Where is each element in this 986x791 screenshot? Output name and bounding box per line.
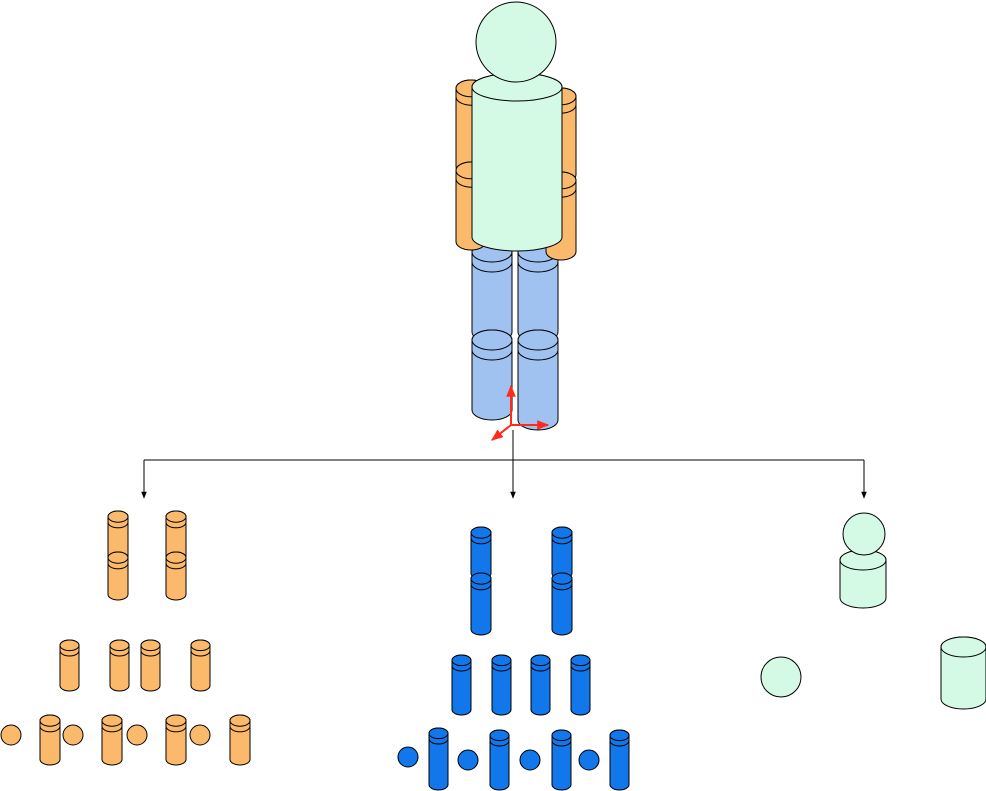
z-axis: [491, 424, 512, 441]
arm-segment-single-1: [59, 639, 80, 692]
leg-piece-1: [428, 727, 449, 791]
arm-piece-2: [101, 714, 123, 766]
mini-torso: [839, 549, 887, 609]
arm-segment-lower-1: [107, 551, 129, 601]
leg-piece-3: [551, 729, 572, 791]
branch-connector: [141, 430, 867, 499]
body-parts-group: [760, 512, 986, 710]
torso-part: [940, 636, 986, 710]
arm-segment-single-4: [190, 639, 211, 692]
mini-head: [842, 512, 886, 556]
head-part: [760, 656, 802, 698]
arm-parts-group: [0, 510, 251, 766]
arm-joint-4: [189, 724, 211, 746]
leg-segment-single-2: [491, 654, 512, 716]
arm-segment-single-2: [109, 639, 130, 692]
coordinate-axes: [491, 384, 550, 441]
head: [475, 1, 557, 83]
leg-segment-lower-2: [551, 572, 573, 636]
leg-joint-3: [519, 749, 541, 771]
arm-joint-1: [0, 724, 22, 746]
leg-segment-upper-2: [551, 526, 573, 580]
leg-segment-upper-1: [470, 526, 492, 580]
leg-joint-1: [397, 746, 419, 768]
arm-joint-2: [62, 724, 84, 746]
leg-joint-4: [578, 749, 600, 771]
leg-segment-single-4: [570, 654, 591, 716]
arm-segment-single-3: [140, 639, 161, 692]
arm-piece-4: [229, 714, 251, 766]
leg-segment-single-3: [530, 654, 551, 716]
leg-piece-2: [489, 729, 510, 791]
leg-piece-4: [609, 729, 630, 791]
leg-segment-lower-1: [470, 572, 492, 636]
arm-piece-1: [39, 714, 61, 766]
arm-joint-3: [126, 724, 148, 746]
arm-piece-3: [165, 714, 187, 766]
leg-parts-group: [397, 526, 630, 791]
leg-segment-single-1: [451, 654, 472, 716]
human-figure: [455, 1, 577, 431]
left-lower-leg: [471, 329, 513, 421]
right-lower-leg: [517, 329, 559, 431]
leg-joint-2: [457, 749, 479, 771]
torso: [471, 72, 563, 252]
arm-segment-lower-2: [165, 551, 187, 601]
left-upper-leg: [471, 241, 513, 343]
